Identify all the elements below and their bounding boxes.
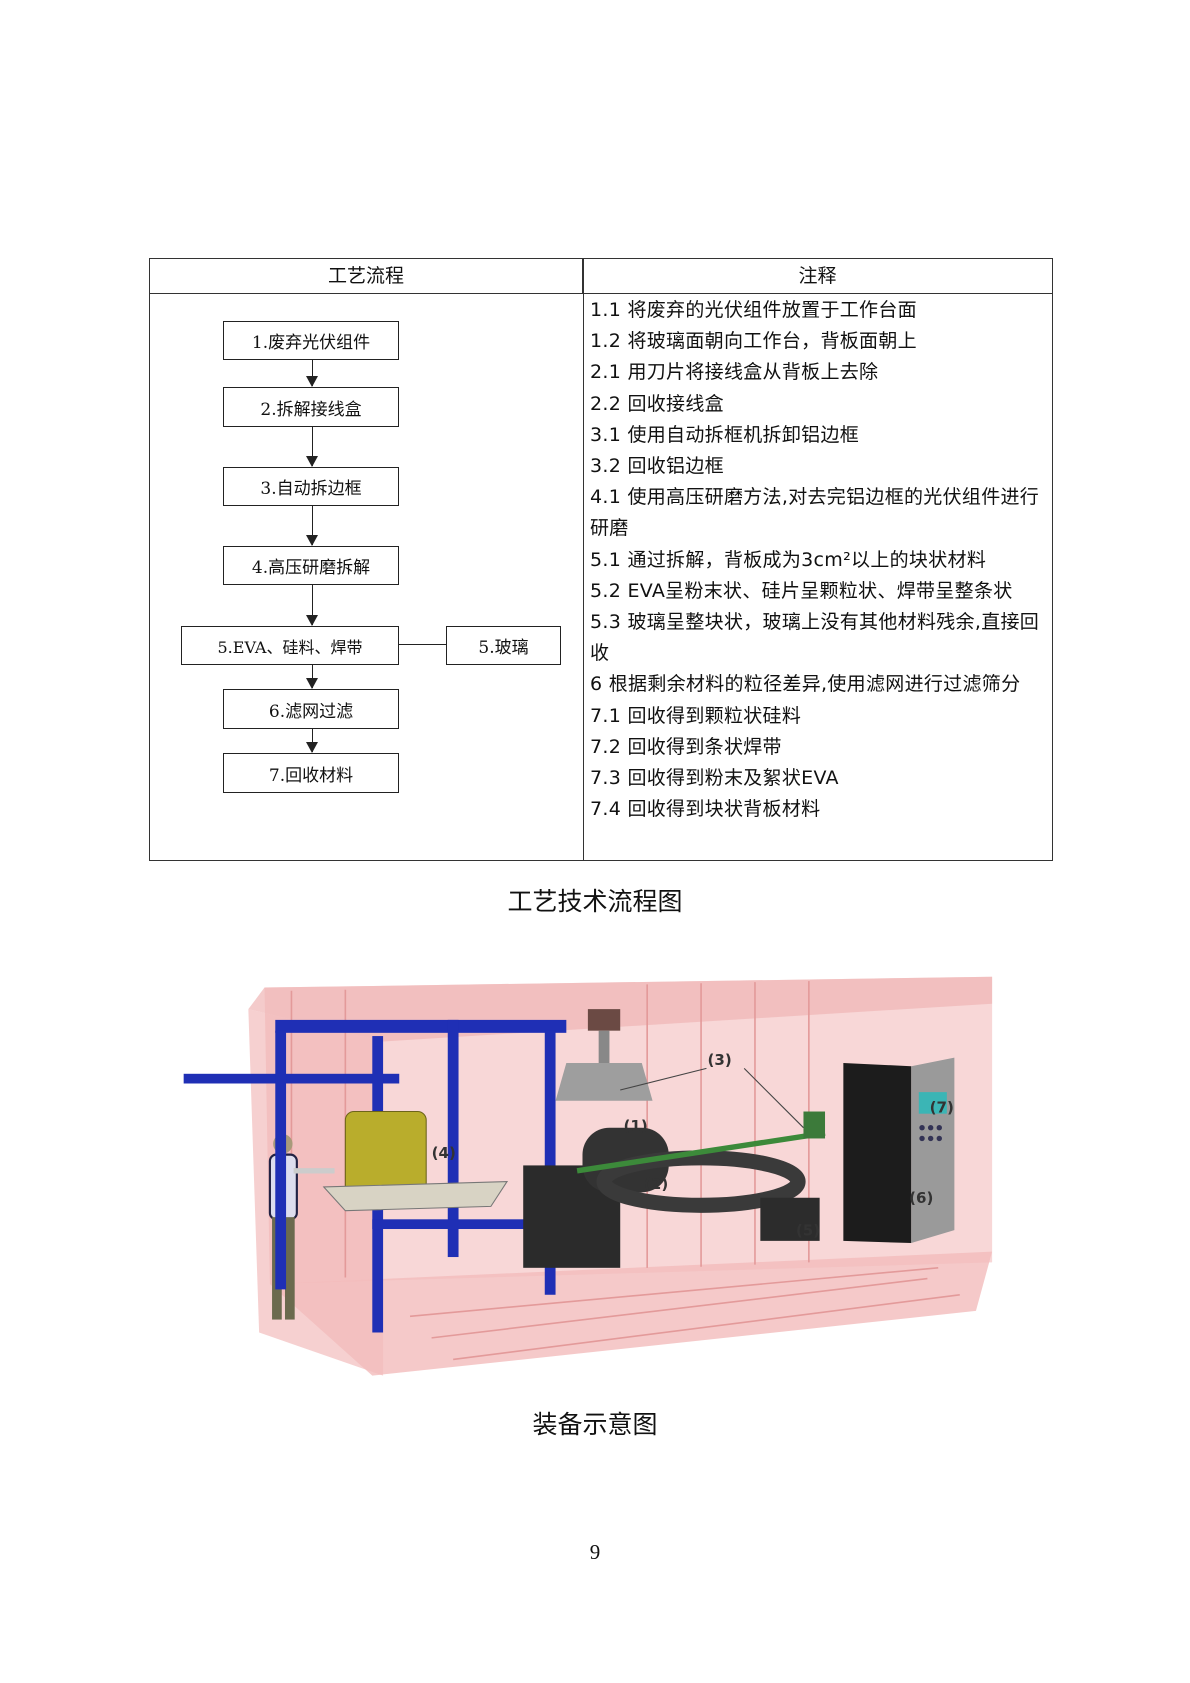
note-item: 3.1 使用自动拆框机拆卸铝边框	[590, 423, 860, 446]
flow-step-1: 1.废弃光伏组件	[223, 321, 399, 360]
note-item: 5.3 玻璃呈整块状，玻璃上没有其他材料残余,直接回收	[590, 611, 1040, 665]
note-item: 1.2 将玻璃面朝向工作台，背板面朝上	[590, 330, 917, 353]
connector-line	[399, 644, 446, 645]
equipment-caption: 装备示意图	[532, 1410, 658, 1439]
control-cabinet-6	[843, 1057, 955, 1244]
label-6: (6)	[909, 1189, 933, 1207]
note-item: 2.2 回收接线盒	[590, 392, 724, 415]
note-item: 5.1 通过拆解，背板成为3cm²以上的块状材料	[590, 548, 987, 571]
note-item: 4.1 使用高压研磨方法,对去完铝边框的光伏组件进行研磨	[590, 486, 1040, 540]
arrow-down	[306, 360, 318, 387]
touch-screen	[918, 1092, 947, 1114]
header-process-flow: 工艺流程	[150, 259, 583, 294]
flow-step-3: 3.自动拆边框	[223, 467, 399, 506]
label-3: (3)	[708, 1051, 732, 1069]
grinding-machine	[523, 1009, 826, 1268]
arrow-down	[306, 665, 318, 689]
label-2: (2)	[644, 1175, 668, 1193]
label-7: (7)	[930, 1099, 954, 1117]
page-number: 9	[589, 1540, 601, 1564]
flow-step-5: 5.EVA、硅料、焊带	[181, 626, 399, 665]
arrow-down	[306, 506, 318, 546]
note-item: 6 根据剩余材料的粒径差异,使用滤网进行过滤筛分	[590, 673, 1021, 696]
flow-step-6: 6.滤网过滤	[223, 689, 399, 729]
header-notes: 注释	[583, 259, 1052, 294]
arrow-down	[306, 585, 318, 626]
flow-caption: 工艺技术流程图	[507, 887, 683, 916]
notes-list: 1.1 将废弃的光伏组件放置于工作台面 1.2 将玻璃面朝向工作台，背板面朝上 …	[590, 295, 1046, 825]
arrow-down	[306, 427, 318, 467]
flow-step-5-glass: 5.玻璃	[446, 626, 561, 665]
note-item: 5.2 EVA呈粉末状、硅片呈颗粒状、焊带呈整条状	[590, 579, 1013, 602]
label-4: (4)	[432, 1144, 456, 1162]
label-1: (1)	[623, 1117, 647, 1135]
flow-step-2: 2.拆解接线盒	[223, 387, 399, 427]
shredder-drum-4	[322, 1110, 509, 1212]
flow-step-7: 7.回收材料	[223, 753, 399, 793]
note-item: 7.2 回收得到条状焊带	[590, 735, 782, 758]
label-5: (5)	[796, 1221, 820, 1239]
note-item: 1.1 将废弃的光伏组件放置于工作台面	[590, 299, 917, 321]
process-table: 工艺流程 注释 1.1 将废弃的光伏组件放置于工作台面 1.2 将玻璃面朝向工作…	[149, 258, 1053, 861]
flow-step-4: 4.高压研磨拆解	[223, 546, 399, 585]
note-item: 7.4 回收得到块状背板材料	[590, 798, 821, 821]
note-item: 3.2 回收铝边框	[590, 455, 724, 478]
note-item: 7.3 回收得到粉末及絮状EVA	[590, 767, 839, 790]
equipment-illustration: (1) (2) (3) (4) (5) (6) (7)	[183, 976, 993, 1376]
column-divider	[583, 259, 584, 860]
arrow-down	[306, 729, 318, 753]
note-item: 7.1 回收得到颗粒状硅料	[590, 704, 802, 727]
note-item: 2.1 用刀片将接线盒从背板上去除	[590, 361, 879, 384]
